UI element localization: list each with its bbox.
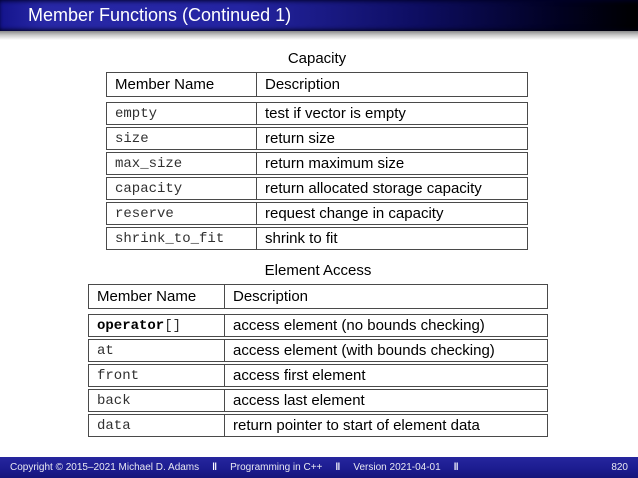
footer-course: Programming in C++ [230, 462, 323, 473]
member-name-cell: front [89, 365, 225, 386]
element-access-table: Element Access Member Name Description o… [88, 263, 548, 437]
member-name-cell: data [89, 415, 225, 436]
member-name-cell: at [89, 340, 225, 361]
footer-copyright: Copyright © 2015–2021 Michael D. Adams [10, 462, 200, 473]
description-cell: request change in capacity [265, 205, 444, 222]
table-row: reserve request change in capacity [106, 202, 528, 225]
member-name-cell: back [89, 390, 225, 411]
description-cell: access element (no bounds checking) [233, 317, 485, 334]
member-name-text: shrink_to_fit [115, 230, 225, 247]
table-row: operator[] access element (no bounds che… [88, 314, 548, 337]
description-cell: return pointer to start of element data [233, 417, 480, 434]
description-cell: return size [265, 130, 336, 147]
separator-icon: ‖ [453, 462, 459, 473]
table-row: max_size return maximum size [106, 152, 528, 175]
table-row: front access first element [88, 364, 548, 387]
member-name-text: at [97, 342, 114, 359]
description-cell: return maximum size [265, 155, 405, 172]
member-name-header: Member Name [107, 73, 257, 96]
member-name-header: Member Name [89, 285, 225, 308]
member-name-text: data [97, 417, 131, 434]
capacity-table-header-row: Member Name Description [106, 72, 528, 97]
member-name-cell: capacity [107, 178, 257, 199]
member-name-cell: operator[] [89, 315, 225, 336]
table-row: size return size [106, 127, 528, 150]
member-name-cell: size [107, 128, 257, 149]
member-name-text: empty [115, 105, 158, 122]
table-row: at access element (with bounds checking) [88, 339, 548, 362]
frame-title-bar: Member Functions (Continued 1) [0, 0, 638, 31]
description-cell: shrink to fit [265, 230, 338, 247]
description-cell: access first element [233, 367, 366, 384]
footer-version: Version 2021-04-01 [353, 462, 441, 473]
description-header: Description [265, 76, 341, 93]
footer-bar: Copyright © 2015–2021 Michael D. Adams ‖… [0, 457, 638, 478]
member-name-text: max_size [115, 155, 183, 172]
member-name-text: [] [164, 317, 182, 334]
capacity-table: Capacity Member Name Description empty t… [106, 51, 528, 250]
separator-icon: ‖ [335, 462, 341, 473]
member-name-bold: operator [97, 317, 165, 334]
member-name-text: front [97, 367, 140, 384]
member-name-cell: shrink_to_fit [107, 228, 257, 249]
element-access-table-header-row: Member Name Description [88, 284, 548, 309]
table-row: data return pointer to start of element … [88, 414, 548, 437]
table-row: back access last element [88, 389, 548, 412]
description-cell: test if vector is empty [265, 105, 406, 122]
description-cell: access element (with bounds checking) [233, 342, 495, 359]
table-row: empty test if vector is empty [106, 102, 528, 125]
capacity-table-title: Capacity [287, 50, 347, 67]
member-name-cell: max_size [107, 153, 257, 174]
table-row: shrink_to_fit shrink to fit [106, 227, 528, 250]
member-name-text: capacity [115, 180, 183, 197]
description-header: Description [233, 288, 309, 305]
frame-title: Member Functions (Continued 1) [28, 5, 292, 25]
member-name-cell: empty [107, 103, 257, 124]
description-cell: return allocated storage capacity [265, 180, 482, 197]
member-name-text: reserve [115, 205, 174, 222]
separator-icon: ‖ [212, 462, 218, 473]
table-row: capacity return allocated storage capaci… [106, 177, 528, 200]
description-cell: access last element [233, 392, 365, 409]
member-name-cell: reserve [107, 203, 257, 224]
member-name-text: back [97, 392, 131, 409]
frame-title-shadow [0, 31, 638, 40]
page-number: 820 [611, 462, 628, 473]
member-name-text: size [115, 130, 149, 147]
element-access-table-title: Element Access [264, 262, 372, 279]
